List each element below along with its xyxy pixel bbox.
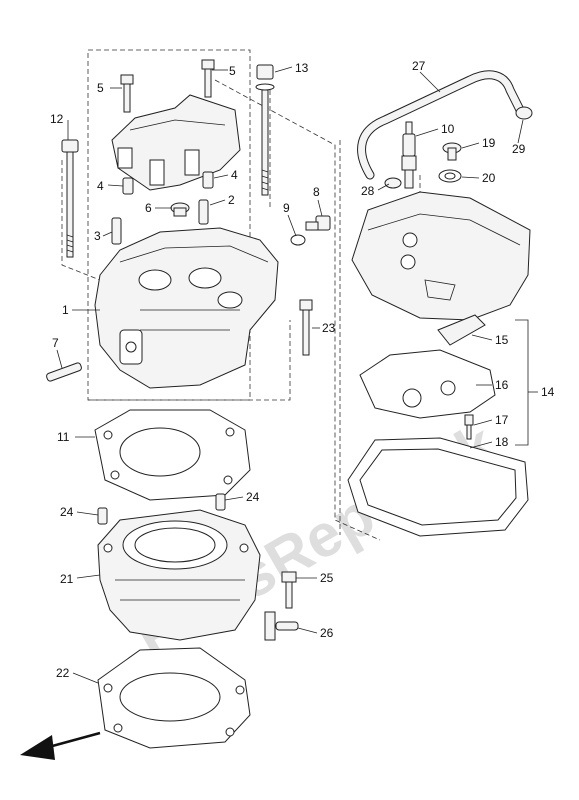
part-cylinder-21 — [97, 509, 261, 641]
callout-27: 27 — [412, 59, 426, 73]
part-bolt-17 — [464, 414, 474, 440]
part-bolt-5a — [120, 74, 134, 113]
callout-5b: 5 — [229, 64, 236, 78]
callout-3: 3 — [94, 229, 101, 243]
part-cylinder-head-1 — [94, 227, 279, 389]
callout-19: 19 — [482, 136, 496, 150]
callout-25: 25 — [320, 571, 334, 585]
callout-10: 10 — [441, 122, 455, 136]
callout-9: 9 — [283, 201, 290, 215]
callout-labels: 5 5 13 12 4 4 6 2 3 1 7 9 8 23 11 24 24 … — [50, 59, 555, 680]
callout-26: 26 — [320, 626, 334, 640]
part-plug-8 — [305, 215, 331, 231]
callout-20: 20 — [482, 171, 496, 185]
part-bolt-long-12 — [61, 139, 79, 258]
part-valve-cover — [351, 191, 531, 321]
callout-24b: 24 — [246, 490, 260, 504]
callout-4b: 4 — [231, 168, 238, 182]
part-dowel-24a — [97, 507, 108, 525]
callout-15: 15 — [495, 333, 509, 347]
part-plate-16 — [359, 349, 496, 419]
leader-lines — [56, 66, 524, 684]
cylinder-head-group-outline — [87, 49, 291, 401]
callout-7: 7 — [52, 336, 59, 350]
part-bolt-25 — [281, 571, 297, 609]
part-breather-hose-27 — [357, 70, 525, 180]
front-direction-arrow-icon — [20, 731, 101, 760]
part-bolt-long-13 — [255, 64, 275, 196]
part-dowel-4b — [202, 171, 214, 189]
callout-14: 14 — [541, 385, 555, 399]
part-washer-9 — [290, 234, 306, 246]
part-clip-29 — [515, 106, 533, 120]
part-dowel-24b — [215, 493, 226, 511]
callout-21: 21 — [60, 572, 74, 586]
callout-8: 8 — [313, 185, 320, 199]
part-dowel-4a — [122, 177, 134, 195]
part-bolt-23 — [299, 299, 313, 356]
part-plug-6 — [170, 202, 190, 217]
part-spark-plug-10 — [401, 121, 417, 189]
callout-2: 2 — [228, 193, 235, 207]
callout-4a: 4 — [97, 179, 104, 193]
part-fitting-26 — [264, 611, 299, 641]
part-clip-28 — [384, 177, 402, 189]
part-bracket-15 — [437, 314, 486, 346]
part-seal-20 — [438, 169, 462, 183]
callout-17: 17 — [495, 413, 509, 427]
part-camshaft-cap — [111, 94, 241, 191]
part-stud-7 — [46, 362, 82, 382]
part-bolt-19 — [442, 142, 462, 161]
callout-5a: 5 — [97, 81, 104, 95]
part-head-gasket-11 — [94, 409, 251, 501]
callout-1: 1 — [62, 303, 69, 317]
part-bolt-5b — [201, 59, 215, 98]
part-stud-3 — [111, 217, 122, 245]
callout-18: 18 — [495, 435, 509, 449]
part-base-gasket-22 — [97, 647, 251, 749]
callout-28: 28 — [361, 184, 375, 198]
callout-13: 13 — [295, 61, 309, 75]
part-valve-cover-gasket-18 — [347, 437, 529, 537]
callout-6: 6 — [145, 201, 152, 215]
callout-29: 29 — [512, 142, 526, 156]
callout-24a: 24 — [60, 505, 74, 519]
callout-11: 11 — [57, 430, 70, 444]
part-pin-2 — [198, 199, 209, 225]
group-bracket-14 — [515, 319, 538, 446]
callout-16: 16 — [495, 378, 509, 392]
callout-12: 12 — [50, 112, 64, 126]
callout-22: 22 — [56, 666, 70, 680]
callout-23: 23 — [322, 321, 336, 335]
